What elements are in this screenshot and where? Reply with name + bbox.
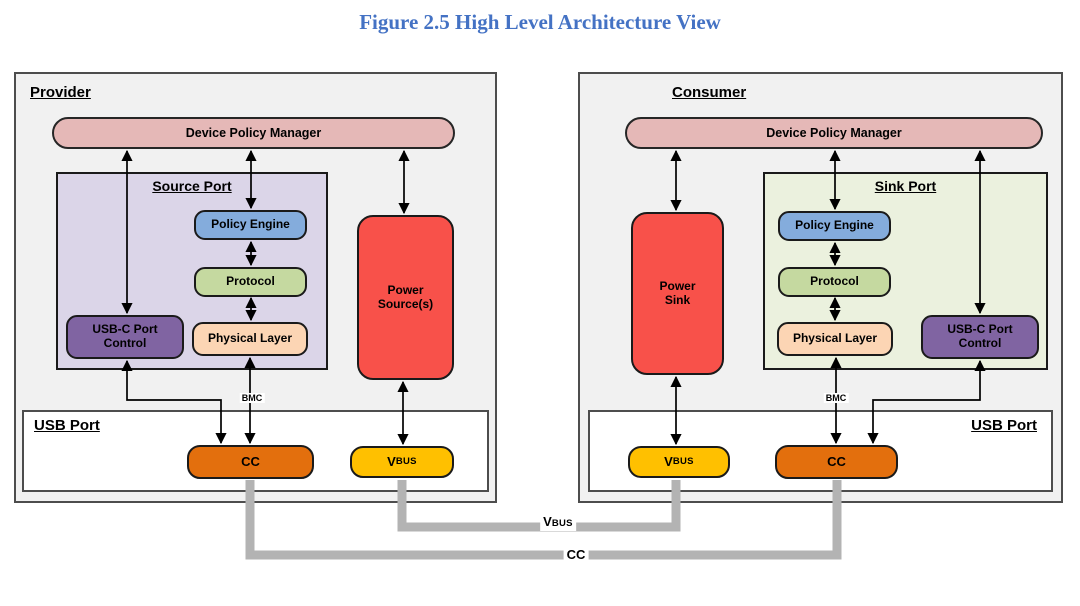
consumer-protocol: Protocol — [778, 267, 891, 297]
vbus-cable-label: VBUS — [540, 514, 576, 531]
provider-usb-port-label: USB Port — [34, 417, 100, 434]
consumer-bmc-label: BMC — [823, 393, 849, 403]
cc-cable-label: CC — [563, 547, 589, 562]
consumer-device-policy-manager: Device Policy Manager — [625, 117, 1043, 149]
provider-cc-node: CC — [187, 445, 314, 479]
sink-port-label: Sink Port — [874, 178, 937, 194]
power-sources: Power Source(s) — [357, 215, 454, 380]
consumer-usb-port-label: USB Port — [971, 417, 1037, 434]
provider-protocol: Protocol — [194, 267, 307, 297]
provider-device-policy-manager: Device Policy Manager — [52, 117, 455, 149]
provider-usbc-port-control: USB-C Port Control — [66, 315, 184, 359]
provider-policy-engine: Policy Engine — [194, 210, 307, 240]
consumer-label: Consumer — [672, 84, 747, 101]
figure-title: Figure 2.5 High Level Architecture View — [359, 10, 721, 34]
provider-physical-layer: Physical Layer — [192, 322, 308, 356]
consumer-cc-node: CC — [775, 445, 898, 479]
provider-label: Provider — [30, 84, 91, 101]
consumer-usbc-port-control: USB-C Port Control — [921, 315, 1039, 359]
power-sink: Power Sink — [631, 212, 724, 375]
source-port-label: Source Port — [152, 178, 232, 194]
consumer-policy-engine: Policy Engine — [778, 211, 891, 241]
consumer-physical-layer: Physical Layer — [777, 322, 893, 356]
provider-bmc-label: BMC — [239, 393, 265, 403]
